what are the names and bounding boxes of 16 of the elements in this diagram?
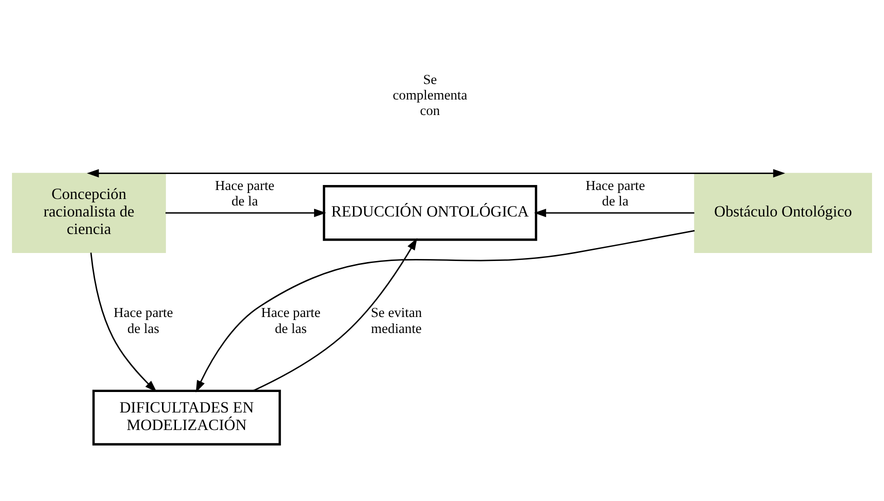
edge-label: Hace parte de la [586, 178, 646, 209]
node-box: Obstáculo Ontológico [694, 172, 872, 254]
arrow [90, 252, 157, 392]
edge-label: Hace parte de la [215, 178, 274, 209]
edge-label: Hace parte de las [114, 305, 174, 336]
edge-label: Hace parte de las [261, 305, 321, 336]
edge-label: Se complementa con [392, 72, 468, 118]
arrow [252, 238, 418, 392]
node-box: DIFICULTADES EN MODELIZACIÓN [92, 390, 281, 446]
arrow [196, 230, 695, 393]
arrow [86, 169, 786, 178]
arrow [166, 208, 326, 218]
node-box: Concepción racionalista de ciencia [12, 172, 166, 254]
node-box: REDUCCIÓN ONTOLÓGICA [322, 185, 538, 241]
edge-label: Se evitan mediante [370, 305, 422, 336]
arrow [534, 208, 694, 218]
